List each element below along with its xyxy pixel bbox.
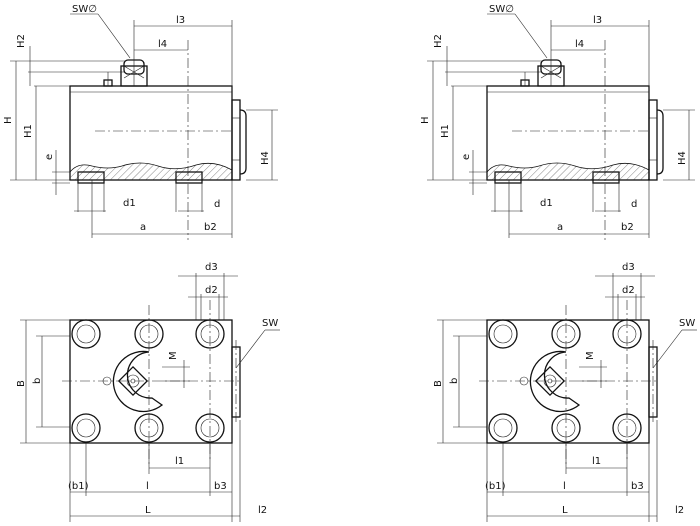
label-h2: H2 (433, 34, 444, 48)
label-l2: l2 (258, 505, 267, 516)
label-sw: SW (262, 318, 278, 329)
label-b3: b3 (631, 481, 644, 492)
label-l2: l2 (675, 505, 684, 516)
label-big-l: L (145, 505, 151, 516)
label-b3: b3 (214, 481, 227, 492)
label-h: H (3, 116, 14, 124)
label-small-b: b (449, 378, 460, 384)
label-sw: SW∅ (72, 4, 97, 15)
label-d1: d1 (540, 198, 553, 209)
label-h2: H2 (16, 34, 27, 48)
label-m: M (168, 351, 179, 360)
label-l1: l1 (592, 456, 601, 467)
label-l4: l4 (158, 39, 167, 50)
label-e: e (44, 154, 55, 160)
label-l: l (146, 481, 149, 492)
label-sw: SW (679, 318, 695, 329)
side-view: SW∅ l3 l4 H2 H H1 e H4 d1 d a b2 (420, 4, 696, 241)
label-l4: l4 (575, 39, 584, 50)
label-e: e (461, 154, 472, 160)
label-sw: SW∅ (489, 4, 514, 15)
label-h4: H4 (260, 151, 271, 165)
label-b2: b2 (204, 222, 217, 233)
label-l1: l1 (175, 456, 184, 467)
label-b1: (b1) (68, 481, 89, 492)
label-l: l (563, 481, 566, 492)
label-d1: d1 (123, 198, 136, 209)
label-big-b: B (433, 380, 444, 387)
label-big-l: L (562, 505, 568, 516)
label-big-b: B (16, 380, 27, 387)
label-small-b: b (32, 378, 43, 384)
right-drawing: SW∅ l3 l4 H2 H H1 e H4 d1 d a b2 d3 d2 S… (420, 4, 698, 523)
label-h: H (420, 116, 431, 124)
label-d2: d2 (205, 285, 218, 296)
label-m: M (585, 351, 596, 360)
label-b2: b2 (621, 222, 634, 233)
top-view: d3 d2 SW M B b l1 (b1) l b3 L l2 (433, 262, 698, 523)
label-d2: d2 (622, 285, 635, 296)
side-view: SW∅ l3 l4 H2 H H1 e H4 d1 d a b2 (3, 4, 279, 241)
label-d3: d3 (205, 262, 218, 273)
label-d: d (214, 199, 220, 210)
label-d3: d3 (622, 262, 635, 273)
left-drawing: SW∅ l3 l4 H2 H H1 e H4 d1 d a b2 d3 d2 S… (3, 4, 281, 523)
label-h1: H1 (23, 124, 34, 138)
top-view: d3 d2 SW M B b l1 (b1) l b3 L l2 (16, 262, 281, 523)
label-l3: l3 (593, 15, 602, 26)
label-a: a (557, 222, 563, 233)
label-a: a (140, 222, 146, 233)
label-h1: H1 (440, 124, 451, 138)
label-h4: H4 (677, 151, 688, 165)
label-l3: l3 (176, 15, 185, 26)
label-d: d (631, 199, 637, 210)
label-b1: (b1) (485, 481, 506, 492)
